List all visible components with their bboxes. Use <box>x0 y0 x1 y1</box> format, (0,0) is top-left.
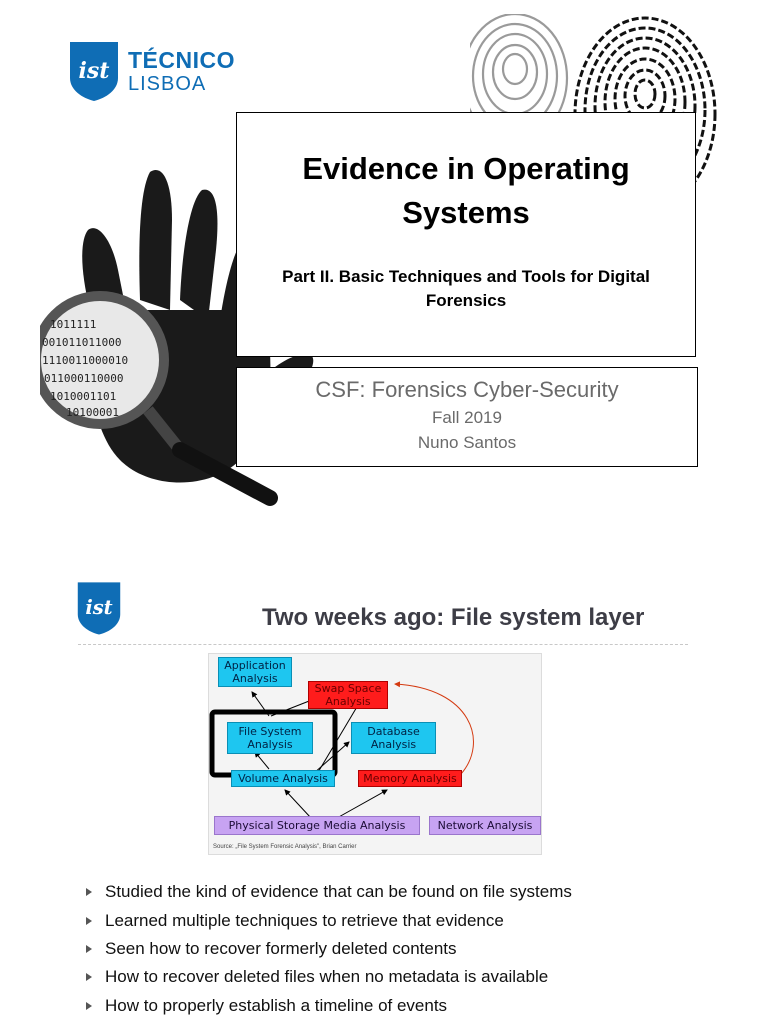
node-network-analysis: Network Analysis <box>429 816 541 835</box>
magnifier-digits-5: 10100001 <box>66 406 119 419</box>
node-file-system-analysis: File System Analysis <box>227 722 313 754</box>
title-divider <box>78 644 688 645</box>
author-name: Nuno Santos <box>417 433 517 452</box>
node-swap-space-analysis: Swap Space Analysis <box>308 681 388 709</box>
magnifier-digits-3: 011000110000 <box>44 372 123 385</box>
magnifier-digits-4: 1010001101 <box>50 390 116 403</box>
magnifying-glass-icon <box>143 406 278 506</box>
course-name: CSF: Forensics Cyber-Security <box>315 377 619 402</box>
title-box: Evidence in Operating Systems Part II. B… <box>236 112 696 357</box>
bullet-text: Seen how to recover formerly deleted con… <box>105 938 457 958</box>
bullet-item: Learned multiple techniques to retrieve … <box>86 906 572 934</box>
logo-name: TÉCNICO <box>128 46 235 73</box>
bullet-text: Studied the kind of evidence that can be… <box>105 882 572 902</box>
node-memory-analysis: Memory Analysis <box>358 770 462 787</box>
bullet-item: How to recover deleted files when no met… <box>86 963 572 991</box>
bullet-item: Seen how to recover formerly deleted con… <box>86 935 572 963</box>
node-volume-analysis: Volume Analysis <box>231 770 335 787</box>
content-slide: ist Two weeks ago: File system layer <box>0 560 768 1024</box>
bullet-arrow-icon <box>86 1001 92 1010</box>
course-term: Fall 2019 <box>432 408 502 427</box>
university-shield-icon: ist <box>77 582 121 635</box>
course-info-box: CSF: Forensics Cyber-Security Fall 2019 … <box>236 367 698 467</box>
bullet-arrow-icon <box>86 888 92 897</box>
logo-subname: LISBOA <box>128 72 207 95</box>
bullet-text: How to properly establish a timeline of … <box>105 995 448 1015</box>
bullet-arrow-icon <box>86 973 92 982</box>
bullet-item: How to properly establish a timeline of … <box>86 992 572 1020</box>
tecnico-logo: ist TÉCNICO LISBOA <box>68 40 235 102</box>
hand-print-icon: 1011111 001011011000 1110011000010 01100… <box>40 170 314 506</box>
forensic-layers-diagram: Application Analysis Swap Space Analysis… <box>208 653 542 855</box>
svg-text:ist: ist <box>85 596 112 619</box>
university-shield-icon: ist <box>70 42 118 101</box>
magnifier-digits-2: 1110011000010 <box>42 354 128 367</box>
bullet-text: How to recover deleted files when no met… <box>105 967 549 987</box>
svg-text:ist: ist <box>79 58 110 84</box>
bullet-text: Learned multiple techniques to retrieve … <box>105 910 504 930</box>
magnifier-lens <box>40 291 169 429</box>
magnifier-digits-0: 1011111 <box>50 318 96 331</box>
bullet-arrow-icon <box>86 916 92 925</box>
diagram-source-caption: Source: „File System Forensic Analysis",… <box>213 844 357 850</box>
magnifier-digits-1: 001011011000 <box>42 336 121 349</box>
bullet-list: Studied the kind of evidence that can be… <box>86 878 572 1020</box>
bullet-item: Studied the kind of evidence that can be… <box>86 878 572 906</box>
bullet-arrow-icon <box>86 944 92 953</box>
slide-subtitle: Part II. Basic Techniques and Tools for … <box>282 267 650 310</box>
node-physical-storage-media-analysis: Physical Storage Media Analysis <box>214 816 420 835</box>
slide-title: Two weeks ago: File system layer <box>262 604 645 631</box>
node-application-analysis: Application Analysis <box>218 657 292 687</box>
slide-title: Evidence in Operating Systems <box>302 151 630 230</box>
node-database-analysis: Database Analysis <box>351 722 436 754</box>
title-slide: 1011111 001011011000 1110011000010 01100… <box>40 14 717 506</box>
